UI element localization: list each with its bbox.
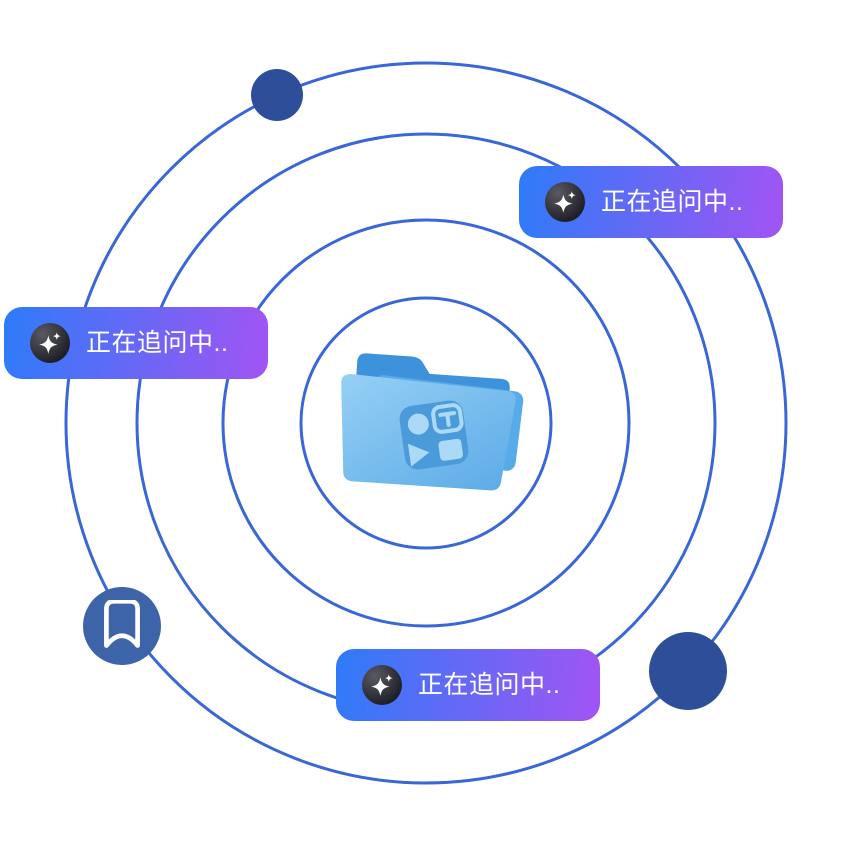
bookmark-icon bbox=[104, 600, 140, 648]
square-glyph bbox=[438, 438, 463, 461]
media-folder bbox=[325, 325, 540, 530]
bookmark-node bbox=[83, 587, 161, 665]
status-badge-left: 正在追问中.. bbox=[4, 307, 268, 379]
orbit-dot-top bbox=[251, 69, 303, 121]
orbit-dot-bottom-right bbox=[649, 632, 727, 710]
orbit-ring-2 bbox=[221, 218, 631, 628]
circle-glyph bbox=[407, 413, 429, 435]
media-folder-icon bbox=[341, 353, 524, 491]
play-glyph bbox=[407, 443, 430, 467]
status-badge-top-right: 正在追问中.. bbox=[519, 166, 783, 238]
media-badge-icon bbox=[399, 400, 469, 470]
sparkle-icon bbox=[362, 665, 402, 705]
text-frame-glyph bbox=[431, 403, 464, 434]
letter-t-glyph bbox=[438, 410, 457, 427]
badge-label: 正在追问中.. bbox=[601, 187, 744, 216]
badge-label: 正在追问中.. bbox=[86, 328, 229, 357]
orbit-ring-4 bbox=[64, 61, 788, 785]
orbit-ring-1 bbox=[299, 296, 553, 550]
sparkle-icon bbox=[545, 182, 585, 222]
badge-label: 正在追问中.. bbox=[418, 670, 561, 699]
sparkle-icon bbox=[30, 323, 70, 363]
status-badge-bottom: 正在追问中.. bbox=[336, 649, 600, 721]
